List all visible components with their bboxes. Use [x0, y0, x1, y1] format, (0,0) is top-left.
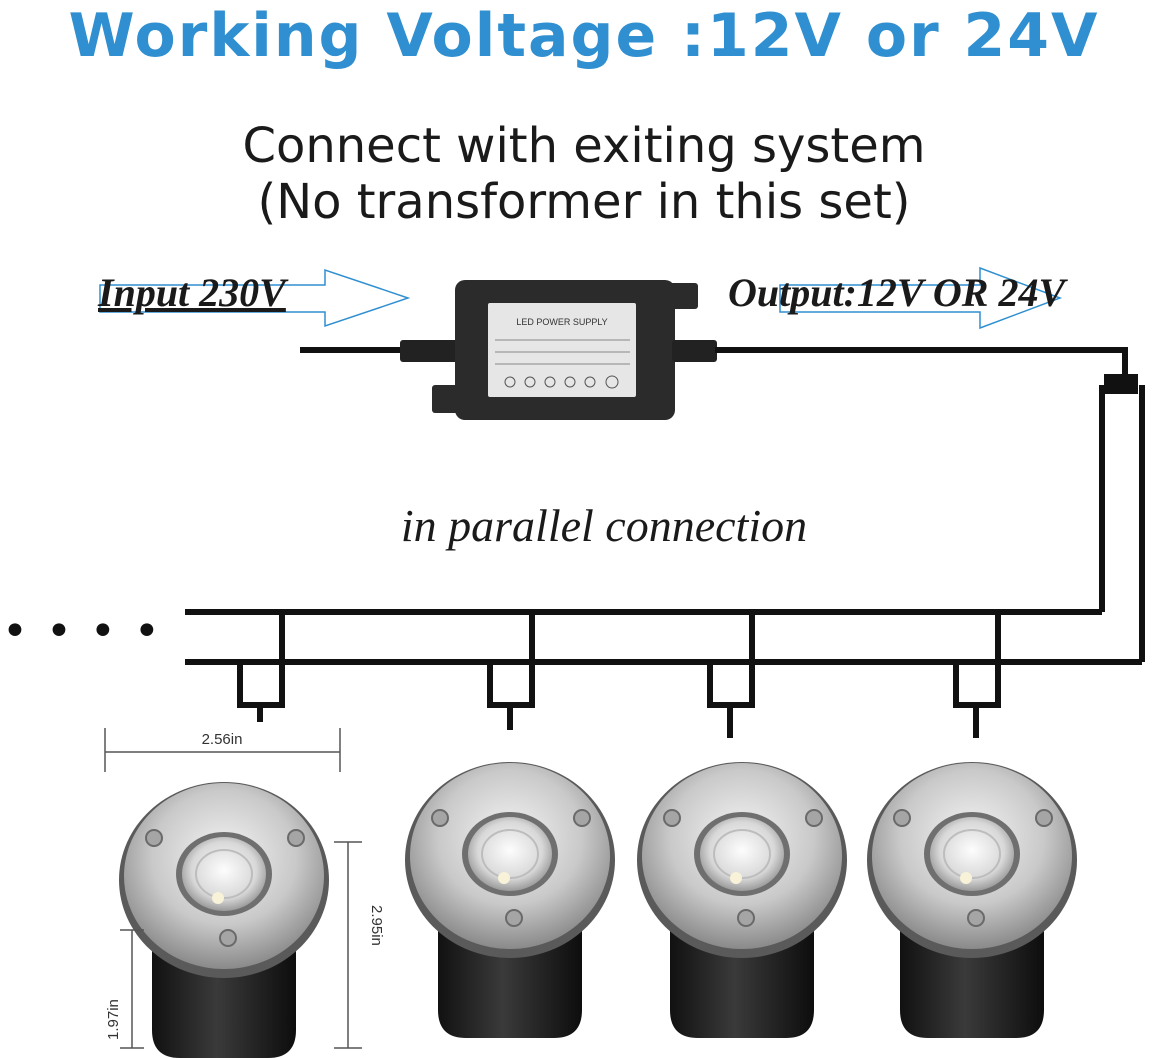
- continuation-dots: • • • •: [2, 606, 162, 657]
- input-label: Input 230V: [98, 270, 286, 315]
- output-arrow: [779, 266, 1063, 330]
- fixture-3: [636, 761, 848, 1039]
- subtitle-line-1: Connect with exiting system: [242, 118, 926, 174]
- fixture-4: [866, 761, 1078, 1039]
- output-label: Output:12V OR 24V: [728, 270, 1066, 315]
- dimension-depth: [120, 929, 144, 1049]
- power-supply: LED POWER SUPPLY: [432, 280, 717, 420]
- dimension-depth-label: 1.97in: [105, 999, 122, 1040]
- subtitle-line-2: (No transformer in this set): [257, 174, 911, 230]
- dimension-height-label: 2.95in: [368, 905, 385, 946]
- fixture-1: [118, 781, 330, 1058]
- dimension-height: [334, 841, 362, 1049]
- dimension-width: [104, 728, 341, 772]
- branch-wiring: [237, 612, 1001, 738]
- page-title: Working Voltage :12V or 24V: [68, 1, 1100, 71]
- dimension-width-label: 2.56in: [202, 731, 243, 748]
- psu-label: LED POWER SUPPLY: [516, 317, 607, 327]
- input-arrow: [99, 268, 411, 328]
- output-wiring: [185, 347, 1145, 665]
- fixture-2: [404, 761, 616, 1039]
- connection-label: in parallel connection: [400, 500, 808, 551]
